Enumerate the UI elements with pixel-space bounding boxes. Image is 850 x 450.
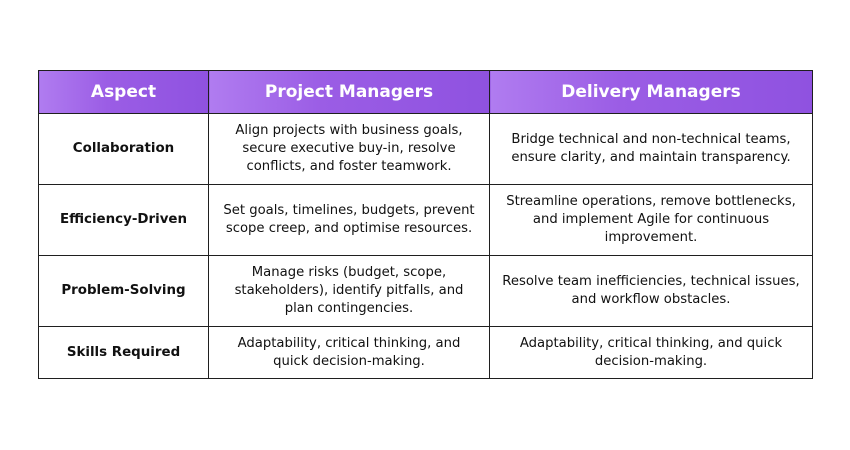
aspect-cell: Skills Required: [38, 326, 209, 379]
comparison-table: Aspect Project Managers Delivery Manager…: [38, 70, 813, 379]
header-aspect: Aspect: [38, 70, 209, 114]
header-delivery-managers: Delivery Managers: [489, 70, 813, 114]
delivery-cell: Bridge technical and non-technical teams…: [489, 113, 813, 185]
table-row: Problem-Solving Manage risks (budget, sc…: [38, 255, 813, 327]
aspect-cell: Efficiency-Driven: [38, 184, 209, 256]
delivery-cell: Adaptability, critical thinking, and qui…: [489, 326, 813, 379]
project-cell: Manage risks (budget, scope, stakeholder…: [208, 255, 490, 327]
delivery-cell: Streamline operations, remove bottleneck…: [489, 184, 813, 256]
table-body: Collaboration Align projects with busine…: [38, 113, 813, 379]
header-project-managers: Project Managers: [208, 70, 490, 114]
project-cell: Adaptability, critical thinking, and qui…: [208, 326, 490, 379]
delivery-cell: Resolve team inefficiencies, technical i…: [489, 255, 813, 327]
aspect-cell: Collaboration: [38, 113, 209, 185]
project-cell: Set goals, timelines, budgets, prevent s…: [208, 184, 490, 256]
project-cell: Align projects with business goals, secu…: [208, 113, 490, 185]
table-row: Collaboration Align projects with busine…: [38, 113, 813, 185]
table-row: Efficiency-Driven Set goals, timelines, …: [38, 184, 813, 256]
table-header: Aspect Project Managers Delivery Manager…: [38, 70, 813, 114]
aspect-cell: Problem-Solving: [38, 255, 209, 327]
table-row: Skills Required Adaptability, critical t…: [38, 326, 813, 379]
header-row: Aspect Project Managers Delivery Manager…: [38, 70, 813, 114]
